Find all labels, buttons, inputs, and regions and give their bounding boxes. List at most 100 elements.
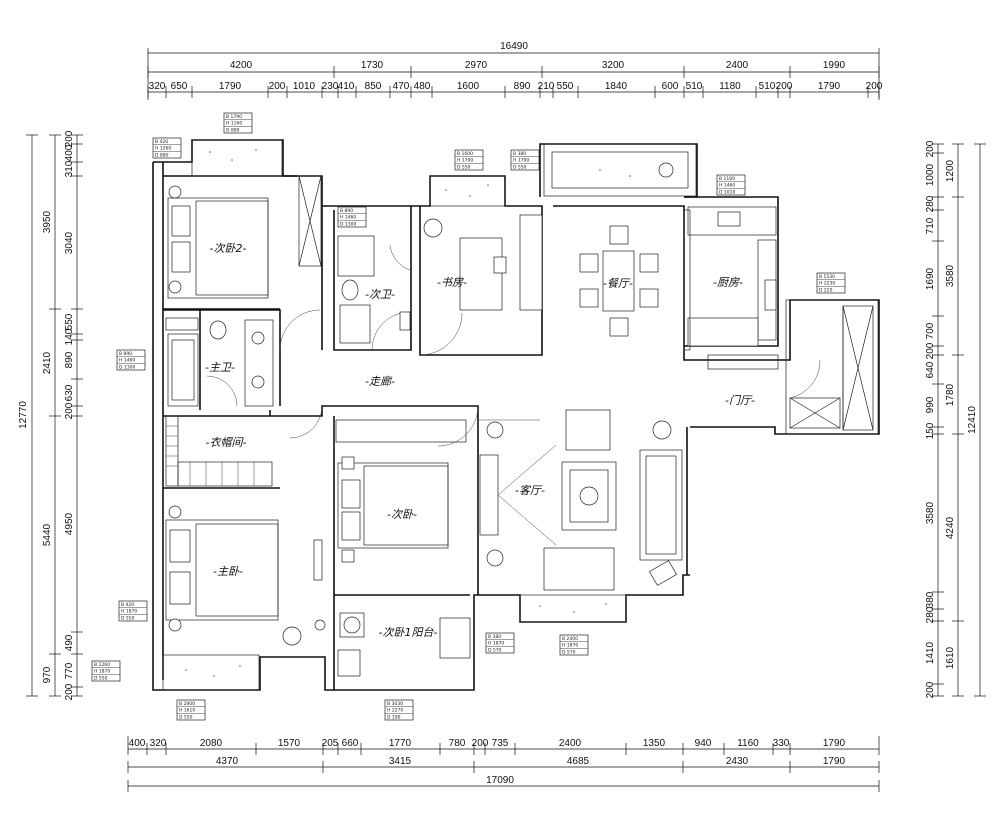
bottom-dim-3: 4685	[567, 756, 590, 767]
top-sub-dim-11: 1600	[457, 81, 480, 92]
svg-text:H 1460: H 1460	[719, 183, 735, 189]
room-label-corridor: -走廊-	[365, 375, 395, 388]
room-label-dining: -餐厅-	[603, 277, 633, 290]
left-sub-dim-13: 200	[64, 683, 75, 700]
bottom-sub-dim-8: 780	[449, 738, 466, 749]
top-sub-dim-7: 410	[338, 81, 355, 92]
left-sub-dim-10: 4950	[64, 512, 75, 535]
toilet-icon	[341, 279, 359, 301]
right-dim-2: 3580	[945, 264, 956, 287]
stove-icon	[764, 279, 777, 311]
right-sub-dim-1: 200	[925, 140, 936, 157]
bottom-sub-dim-4: 1570	[278, 738, 301, 749]
left-dim-3: 5440	[42, 523, 53, 546]
right-dim-3: 1780	[945, 383, 956, 406]
svg-text:D 1010: D 1010	[719, 189, 735, 195]
top-dim-6: 1990	[823, 60, 846, 71]
bottom-sub-dim-15: 330	[773, 738, 790, 749]
desk-icon	[459, 237, 503, 311]
svg-text:H 1870: H 1870	[488, 641, 504, 647]
lounge-chair-icon	[439, 617, 471, 659]
chair-icon	[579, 253, 599, 273]
top-sub-dim-8: 850	[365, 81, 382, 92]
bathtub-icon	[167, 333, 199, 407]
room-labels: -次卧2- -次卫- -书房- -餐厅- -厨房- -主卫- -走廊- -门厅-…	[205, 242, 755, 639]
room-label-balcony: -次卧1阳台-	[379, 626, 438, 639]
sofa-icon	[639, 449, 683, 561]
bottom-dimensions: 400 320 2080 1570 205 660 1770 780 200 7…	[127, 736, 880, 792]
bottom-sub-dim-1: 400	[129, 738, 146, 749]
plant-icon	[423, 218, 443, 238]
left-sub-dim-9: 200	[64, 402, 75, 419]
bottom-dim-2: 3415	[389, 756, 412, 767]
left-dim-4: 970	[42, 666, 53, 683]
svg-text:H 1790: H 1790	[457, 158, 473, 164]
right-sub-dim-2: 1000	[925, 163, 936, 186]
tv-cabinet-icon	[479, 454, 499, 536]
bottom-sub-dim-9: 200	[472, 738, 489, 749]
top-sub-dim-9: 470	[393, 81, 410, 92]
room-label-master-bath: -主卫-	[205, 361, 235, 374]
right-sub-dim-14: 1410	[925, 641, 936, 664]
right-sub-dim-9: 990	[925, 396, 936, 413]
right-dimensions: 200 1000 280 710 1690 700 200 640 990 15…	[925, 140, 986, 698]
bottom-sub-dim-2: 320	[150, 738, 167, 749]
left-sub-dim-2: 400	[64, 144, 75, 161]
svg-text:B 380: B 380	[513, 151, 526, 157]
svg-text:H 1870: H 1870	[121, 609, 137, 615]
right-sub-dim-5: 1690	[925, 267, 936, 290]
top-sub-dim-1: 320	[149, 81, 166, 92]
chair-icon	[639, 253, 659, 273]
left-total-dim: 12770	[18, 401, 29, 429]
svg-text:H 2230: H 2230	[819, 281, 835, 287]
shower-icon	[337, 235, 375, 277]
svg-text:D 880: D 880	[155, 152, 169, 158]
room-label-secondary-bedroom-2: -次卧2-	[210, 242, 247, 255]
bottom-sub-dim-6: 660	[342, 738, 359, 749]
right-sub-dim-3: 280	[925, 195, 936, 212]
svg-text:B 890: B 890	[340, 208, 353, 214]
left-sub-dim-3: 310	[64, 160, 75, 177]
top-total-dim: 16490	[500, 41, 528, 52]
bottom-dim-5: 1790	[823, 756, 846, 767]
svg-text:B 2800: B 2800	[179, 701, 195, 707]
svg-text:D 550: D 550	[513, 164, 527, 170]
chair-icon	[609, 317, 629, 337]
top-dim-2: 1730	[361, 60, 384, 71]
svg-text:B 3030: B 3030	[387, 701, 403, 707]
top-sub-dim-13: 210	[538, 81, 555, 92]
svg-text:H 1610: H 1610	[179, 708, 195, 714]
top-sub-dim-19: 510	[759, 81, 776, 92]
lamp-icon	[168, 618, 182, 632]
room-label-kitchen: -厨房-	[713, 276, 743, 289]
svg-text:B 2400: B 2400	[562, 636, 578, 642]
top-dimensions: 16490 4200 1730 2970 3200 2400 1990	[147, 41, 883, 100]
svg-text:B 1600: B 1600	[457, 151, 473, 157]
bottom-dim-4: 2430	[726, 756, 749, 767]
top-dim-4: 3200	[602, 60, 625, 71]
left-dim-1: 3950	[42, 210, 53, 233]
svg-text:B 1790: B 1790	[226, 114, 242, 120]
plant-icon	[486, 549, 504, 567]
right-sub-dim-10: 150	[925, 422, 936, 439]
left-sub-dim-11: 490	[64, 634, 75, 651]
svg-text:D 570: D 570	[562, 649, 576, 655]
chair-icon	[639, 288, 659, 308]
left-sub-dim-7: 890	[64, 351, 75, 368]
top-sub-dim-5: 1010	[293, 81, 316, 92]
right-dim-4: 4240	[945, 516, 956, 539]
chair-icon	[493, 256, 507, 274]
top-dim-5: 2400	[726, 60, 749, 71]
svg-text:D 1300: D 1300	[119, 364, 135, 370]
top-sub-dim-12: 890	[514, 81, 531, 92]
top-sub-dim-2: 650	[171, 81, 188, 92]
right-sub-dim-12: 380	[925, 591, 936, 608]
svg-text:H 1460: H 1460	[119, 358, 135, 364]
